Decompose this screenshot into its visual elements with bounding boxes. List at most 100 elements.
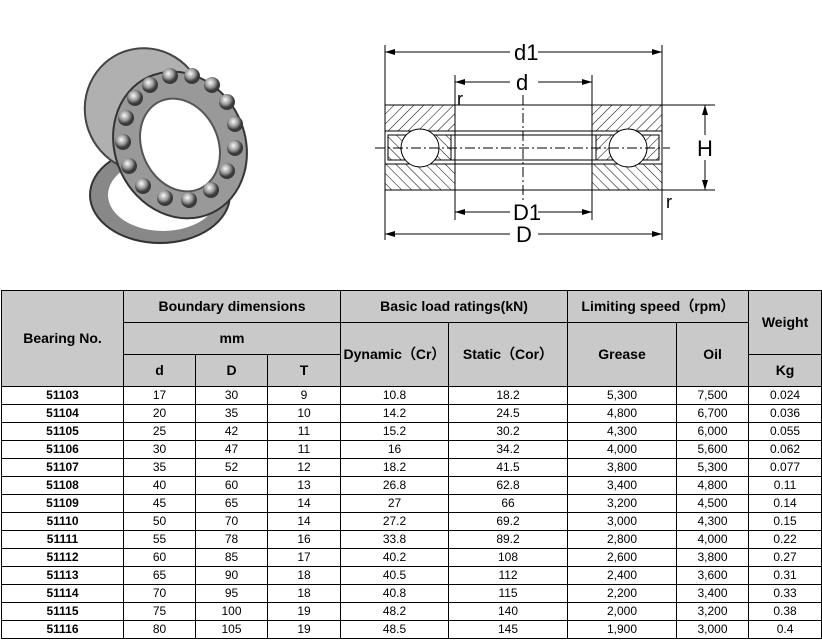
cell-T: 18 xyxy=(267,584,341,603)
cell-d: 35 xyxy=(123,458,196,477)
cell-d: 70 xyxy=(123,584,196,603)
cell-oil-speed: 5,600 xyxy=(676,440,750,459)
cell-D: 47 xyxy=(195,440,268,459)
cell-d: 50 xyxy=(123,512,196,531)
cell-grease-speed: 4,300 xyxy=(567,422,678,441)
cell-bearing-no: 51114 xyxy=(1,584,124,603)
header-d: d xyxy=(123,354,196,387)
bearing-dimension-diagram: d1 d r r H D1 D xyxy=(375,40,715,247)
cell-grease-speed: 3,800 xyxy=(567,458,678,477)
header-oil: Oil xyxy=(676,322,750,387)
cell-oil-speed: 4,000 xyxy=(676,530,750,549)
cell-weight: 0.15 xyxy=(748,512,822,531)
header-dynamic: Dynamic（Cr） xyxy=(340,322,449,387)
cell-oil-speed: 5,300 xyxy=(676,458,750,477)
cell-dynamic-load: 48.2 xyxy=(340,602,449,621)
cell-static-load: 89.2 xyxy=(447,530,569,549)
cell-oil-speed: 6,000 xyxy=(676,422,750,441)
label-d: d xyxy=(516,70,528,95)
cell-bearing-no: 51107 xyxy=(1,458,124,477)
cell-dynamic-load: 48.5 xyxy=(340,620,449,639)
cell-static-load: 24.5 xyxy=(447,404,569,423)
cell-grease-speed: 4,000 xyxy=(567,440,678,459)
cell-bearing-no: 51104 xyxy=(1,404,124,423)
cell-D: 60 xyxy=(195,476,268,495)
cell-grease-speed: 4,800 xyxy=(567,404,678,423)
cell-static-load: 112 xyxy=(447,566,569,585)
cell-weight: 0.4 xyxy=(748,620,822,639)
cell-D: 100 xyxy=(195,602,268,621)
cell-d: 75 xyxy=(123,602,196,621)
cell-D: 30 xyxy=(195,386,268,405)
cell-d: 55 xyxy=(123,530,196,549)
cell-bearing-no: 51105 xyxy=(1,422,124,441)
cell-static-load: 140 xyxy=(447,602,569,621)
label-D1: D1 xyxy=(513,200,541,225)
cell-oil-speed: 3,200 xyxy=(676,602,750,621)
cell-D: 65 xyxy=(195,494,268,513)
header-static: Static（Cor） xyxy=(447,322,569,387)
header-D: D xyxy=(195,354,268,387)
cell-weight: 0.036 xyxy=(748,404,822,423)
cell-d: 25 xyxy=(123,422,196,441)
cell-dynamic-load: 40.8 xyxy=(340,584,449,603)
cell-oil-speed: 4,300 xyxy=(676,512,750,531)
cell-weight: 0.38 xyxy=(748,602,822,621)
cell-weight: 0.31 xyxy=(748,566,822,585)
cell-bearing-no: 51116 xyxy=(1,620,124,639)
cell-T: 14 xyxy=(267,512,341,531)
cell-bearing-no: 51113 xyxy=(1,566,124,585)
label-D: D xyxy=(516,222,532,247)
cell-bearing-no: 51108 xyxy=(1,476,124,495)
cell-T: 19 xyxy=(267,602,341,621)
cell-d: 60 xyxy=(123,548,196,567)
cell-T: 10 xyxy=(267,404,341,423)
cell-T: 9 xyxy=(267,386,341,405)
cell-D: 78 xyxy=(195,530,268,549)
cell-dynamic-load: 10.8 xyxy=(340,386,449,405)
cell-static-load: 41.5 xyxy=(447,458,569,477)
label-r-top: r xyxy=(457,89,463,109)
cell-weight: 0.077 xyxy=(748,458,822,477)
cell-weight: 0.27 xyxy=(748,548,822,567)
cell-d: 65 xyxy=(123,566,196,585)
cell-T: 16 xyxy=(267,530,341,549)
header-grease: Grease xyxy=(567,322,678,387)
cell-weight: 0.14 xyxy=(748,494,822,513)
header-load-ratings: Basic load ratings(kN) xyxy=(339,290,569,323)
label-d1: d1 xyxy=(514,40,538,65)
cell-T: 11 xyxy=(267,440,341,459)
cell-d: 17 xyxy=(123,386,196,405)
cell-T: 17 xyxy=(267,548,341,567)
cell-dynamic-load: 40.5 xyxy=(340,566,449,585)
header-mm: mm xyxy=(123,322,341,355)
cell-T: 14 xyxy=(267,494,341,513)
cell-static-load: 69.2 xyxy=(447,512,569,531)
cell-weight: 0.055 xyxy=(748,422,822,441)
cell-grease-speed: 1,900 xyxy=(567,620,678,639)
cell-D: 42 xyxy=(195,422,268,441)
cell-oil-speed: 3,600 xyxy=(676,566,750,585)
cell-T: 12 xyxy=(267,458,341,477)
cell-d: 40 xyxy=(123,476,196,495)
cell-oil-speed: 4,500 xyxy=(676,494,750,513)
cell-d: 20 xyxy=(123,404,196,423)
cell-T: 13 xyxy=(267,476,341,495)
header-bearing-no: Bearing No. xyxy=(1,290,124,387)
label-r-bottom: r xyxy=(666,192,672,212)
cell-bearing-no: 51103 xyxy=(1,386,124,405)
header-weight: Weight xyxy=(748,290,822,355)
cell-oil-speed: 3,400 xyxy=(676,584,750,603)
cell-dynamic-load: 27 xyxy=(340,494,449,513)
cell-grease-speed: 2,000 xyxy=(567,602,678,621)
